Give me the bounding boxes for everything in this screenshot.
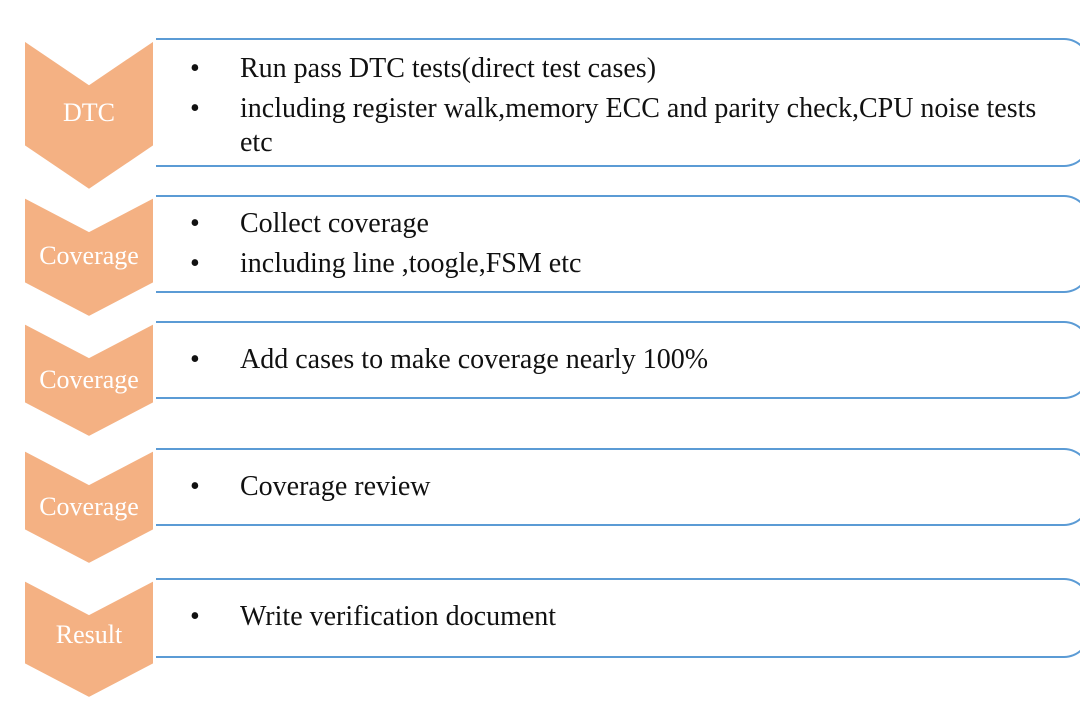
bullet-icon: •: [190, 248, 200, 279]
bullet-text: Write verification document: [240, 601, 557, 632]
step-content-box: • Coverage review: [156, 448, 1080, 526]
step-chevron: Result: [22, 578, 156, 702]
bullet-item: • Collect coverage: [190, 207, 1048, 241]
bullet-icon: •: [190, 93, 200, 124]
step-content-box: • Add cases to make coverage nearly 100%: [156, 321, 1080, 399]
chevron-arrow-shape: [23, 38, 155, 192]
step-chevron: Coverage: [22, 195, 156, 321]
step-chevron: DTC: [22, 38, 156, 192]
step-content-box: • Write verification document: [156, 578, 1080, 658]
bullet-text: including register walk,memory ECC and p…: [240, 93, 1037, 158]
bullet-icon: •: [190, 471, 200, 502]
step-label: Coverage: [39, 365, 139, 394]
bullet-list: • Add cases to make coverage nearly 100%: [190, 343, 1048, 383]
bullet-icon: •: [190, 344, 200, 375]
bullet-text: Add cases to make coverage nearly 100%: [240, 344, 709, 375]
step-label: Coverage: [39, 241, 139, 270]
bullet-text: Run pass DTC tests(direct test cases): [240, 53, 657, 84]
bullet-icon: •: [190, 53, 200, 84]
step-chevron: Coverage: [22, 321, 156, 441]
bullet-item: • including register walk,memory ECC and …: [190, 92, 1048, 160]
chevron-arrow-shape: [23, 321, 155, 439]
bullet-item: • Run pass DTC tests(direct test cases): [190, 52, 1048, 86]
bullet-item: • Add cases to make coverage nearly 100%: [190, 343, 1048, 377]
bullet-icon: •: [190, 601, 200, 632]
bullet-item: • Coverage review: [190, 470, 1048, 504]
chevron-arrow-shape: [23, 195, 155, 319]
step-label: Coverage: [39, 492, 139, 521]
bullet-text: including line ,toogle,FSM etc: [240, 248, 582, 279]
chevron-arrow-shape: [23, 448, 155, 566]
bullet-list: • Write verification document: [190, 600, 1048, 640]
bullet-text: Collect coverage: [240, 208, 429, 239]
bullet-item: • including line ,toogle,FSM etc: [190, 247, 1048, 281]
step-content-box: • Collect coverage • including line ,toogl…: [156, 195, 1080, 293]
bullet-icon: •: [190, 208, 200, 239]
step-label: DTC: [63, 98, 115, 127]
chevron-arrow-shape: [23, 578, 155, 700]
bullet-list: • Coverage review: [190, 470, 1048, 510]
step-label: Result: [55, 620, 123, 649]
bullet-item: • Write verification document: [190, 600, 1048, 634]
step-chevron: Coverage: [22, 448, 156, 568]
bullet-list: • Run pass DTC tests(direct test cases) •…: [190, 52, 1048, 166]
step-content-box: • Run pass DTC tests(direct test cases) •…: [156, 38, 1080, 167]
bullet-list: • Collect coverage • including line ,toogl…: [190, 207, 1048, 287]
bullet-text: Coverage review: [240, 471, 431, 502]
